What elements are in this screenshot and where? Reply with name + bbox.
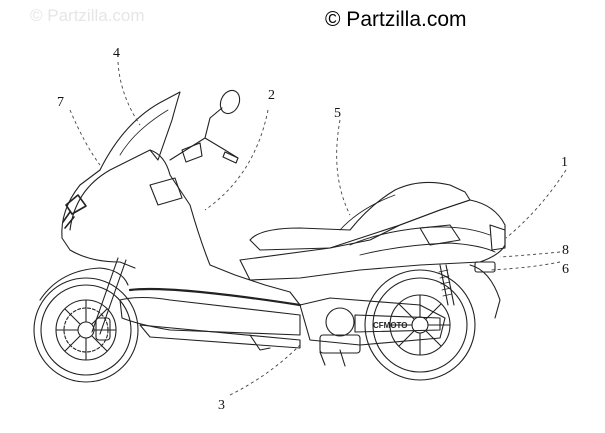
headlight-left xyxy=(65,194,87,215)
front-wheel xyxy=(33,277,139,383)
leader-7 xyxy=(69,109,101,166)
rear-wheel xyxy=(364,269,476,381)
callout-6: 6 xyxy=(562,262,569,277)
front-fender xyxy=(39,267,129,301)
leader-5 xyxy=(336,119,351,216)
leader-3 xyxy=(229,344,301,396)
engine-cover xyxy=(325,307,355,337)
engine-swingarm xyxy=(299,297,446,346)
callout-5: 5 xyxy=(334,106,341,121)
callout-7: 7 xyxy=(57,95,64,110)
leader-1 xyxy=(505,169,567,239)
grip xyxy=(222,151,239,164)
sidestand xyxy=(249,334,271,351)
mirror-stem xyxy=(204,107,223,139)
callout-8: 8 xyxy=(562,243,569,258)
leader-2 xyxy=(204,109,269,211)
leg-shield xyxy=(69,149,301,306)
leader-8 xyxy=(499,251,561,258)
callout-4: 4 xyxy=(113,46,120,61)
callout-2: 2 xyxy=(268,88,275,103)
tail-light xyxy=(489,224,506,251)
front-fork xyxy=(91,257,127,335)
rear-body xyxy=(239,199,506,281)
front-brake xyxy=(63,307,111,353)
watermark-copyright: © Partzilla.com xyxy=(325,8,467,31)
mirror xyxy=(219,89,241,115)
cfmoto-badge: CFMOTO xyxy=(373,321,408,330)
brake-master xyxy=(181,142,203,163)
seat xyxy=(249,181,471,251)
drive-cover xyxy=(354,314,441,333)
windshield xyxy=(99,91,181,171)
floor-trim xyxy=(128,287,302,307)
leader-4 xyxy=(117,61,141,126)
side-skirt xyxy=(139,324,301,349)
leader-6 xyxy=(489,261,561,271)
leader-lines xyxy=(69,61,567,396)
rear-fender xyxy=(469,264,501,319)
handlebar xyxy=(169,137,239,161)
callout-1: 1 xyxy=(561,155,568,170)
front-side-panel xyxy=(149,177,183,206)
rear-side-panel xyxy=(419,224,461,246)
callout-3: 3 xyxy=(218,398,225,413)
watermark-faint: © Partzilla.com xyxy=(30,6,145,25)
floorboard xyxy=(119,296,301,336)
